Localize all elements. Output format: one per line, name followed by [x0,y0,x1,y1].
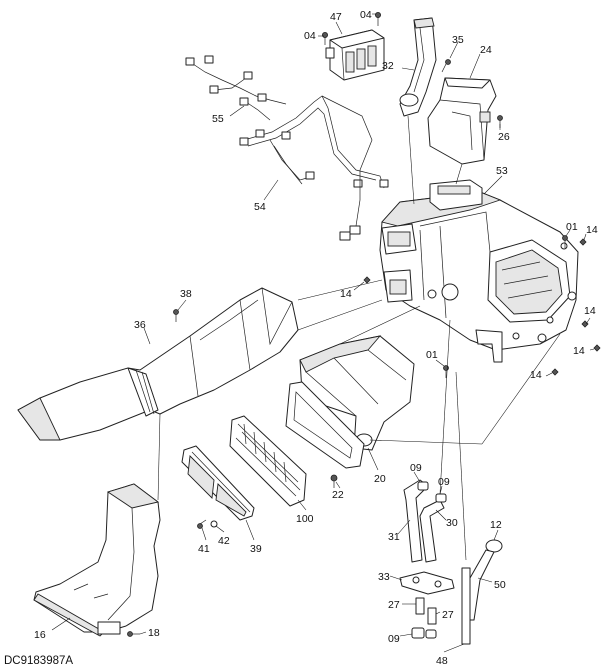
callout-33: 33 [378,571,390,583]
callout-09-b: 09 [438,476,450,488]
callout-leaders [51,13,595,653]
callout-14-d: 14 [573,345,585,357]
washer-42 [210,520,218,528]
clip-14-d [593,344,601,352]
callout-26: 26 [498,131,510,143]
callout-14-e: 14 [530,369,542,381]
duct-32 [399,17,437,117]
screw-35 [441,59,451,73]
filter-frame [285,381,365,469]
callout-14-c: 14 [584,305,596,317]
callout-47: 47 [330,11,342,23]
callout-31: 31 [388,531,400,543]
callout-48: 48 [436,655,448,667]
callout-24: 24 [480,44,492,56]
screw-41 [197,519,207,529]
screw-04-upper [374,11,381,26]
duct-20 [299,335,415,451]
callout-22: 22 [332,489,344,501]
clip-22 [330,474,338,488]
screw-38 [173,309,179,322]
callout-14-a: 14 [586,224,598,236]
duct-24 [427,77,497,165]
screw-01-lower [443,365,449,378]
callout-27-left: 27 [388,599,400,611]
duct-16 [33,483,161,637]
callout-14-b: 14 [340,288,352,300]
callout-16: 16 [34,629,46,641]
callout-09-a: 09 [410,462,422,474]
callout-18: 18 [148,627,160,639]
callout-01-lower: 01 [426,349,438,361]
callout-04-upper: 04 [360,9,372,21]
clip-14-c [581,320,589,328]
duct-36 [17,287,299,441]
callout-12: 12 [490,519,502,531]
screw-01-right [562,235,568,248]
drawing-code: DC9183987A [4,655,73,667]
hose-30 [419,499,445,563]
callout-54: 54 [254,201,266,213]
callout-55: 55 [212,113,224,125]
hvac-unit-53 [379,179,579,363]
callout-27-right: 27 [442,609,454,621]
filter-100 [229,415,307,507]
hose-31 [403,479,429,563]
fitting-27-right [427,607,437,625]
harness-54 [239,95,389,241]
screw-04-left [321,32,328,45]
callout-30: 30 [446,517,458,529]
clip-14-e [551,368,559,376]
pipe-48 [461,567,471,645]
callout-39: 39 [250,543,262,555]
relay-box-47 [325,29,385,81]
callout-32: 32 [382,60,394,72]
callout-04-left: 04 [304,30,316,42]
callout-09-c: 09 [388,633,400,645]
clip-14-b [363,276,371,284]
callout-01-right: 01 [566,221,578,233]
callout-36: 36 [134,319,146,331]
clamp-09-b [435,493,447,503]
bracket-33 [399,571,455,595]
harness-55 [185,55,287,121]
callout-53: 53 [496,165,508,177]
callout-50: 50 [494,579,506,591]
clamp-09-c [411,627,437,639]
fitting-27-left [415,597,425,615]
cover-39 [181,445,255,521]
clamp-09-a [417,481,429,491]
clip-14-a [579,238,587,246]
callout-41: 41 [198,543,210,555]
callout-42: 42 [218,535,230,547]
callout-20: 20 [374,473,386,485]
callout-35: 35 [452,34,464,46]
callout-100: 100 [296,513,314,525]
exploded-guide-lines [157,115,561,561]
callout-38: 38 [180,288,192,300]
callout-labels: 47 04 04 35 24 32 26 55 54 53 01 14 14 1… [34,9,598,667]
screw-18 [127,631,140,637]
